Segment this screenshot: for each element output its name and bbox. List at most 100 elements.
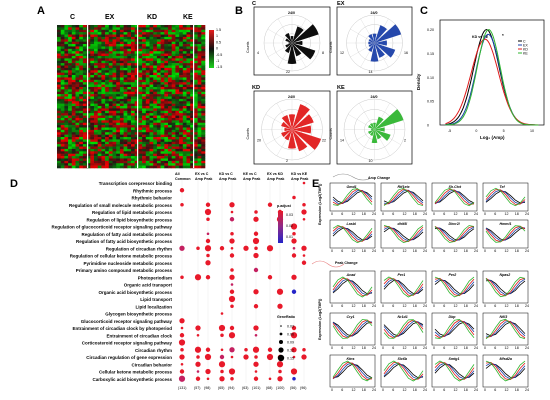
dotplot-dot xyxy=(230,377,234,381)
heatmap-cell xyxy=(149,151,154,154)
heatmap-cell xyxy=(197,55,202,59)
heatmap-cell xyxy=(57,91,61,95)
heatmap-cell xyxy=(160,98,165,102)
heatmap-cell xyxy=(142,51,147,54)
dotplot-dot xyxy=(180,275,184,279)
heatmap-cell xyxy=(112,94,117,97)
heatmap-cell xyxy=(193,125,198,128)
heatmap-cell xyxy=(179,127,184,131)
heatmap-cell xyxy=(119,113,124,116)
heatmap-cell xyxy=(82,113,87,116)
heatmap-cell xyxy=(127,82,132,85)
heatmap-cell xyxy=(153,141,158,145)
heatmap-cell xyxy=(71,86,76,90)
heatmap-cell xyxy=(186,55,191,59)
heatmap-cell xyxy=(197,70,202,73)
heatmap-cell xyxy=(138,46,143,50)
heatmap-cell xyxy=(186,110,191,114)
panel-e-letter: E xyxy=(312,178,320,190)
heatmap-cell xyxy=(101,151,106,154)
heatmap-cell xyxy=(105,103,110,107)
lineplot-series xyxy=(332,276,373,298)
heatmap-cell xyxy=(97,89,102,93)
heatmap-cell xyxy=(201,160,206,164)
heatmap-cell xyxy=(142,125,147,128)
rose-petal xyxy=(368,34,375,43)
heatmap-cell xyxy=(71,160,76,164)
heatmap-cell xyxy=(190,67,195,71)
heatmap-cell xyxy=(86,86,91,90)
heatmap-cell xyxy=(190,48,195,52)
heatmap-cell xyxy=(75,110,80,114)
heatmap-cell xyxy=(90,91,95,95)
lineplot-xtick: 0 xyxy=(433,346,435,350)
lineplot-xtick: 6 xyxy=(494,388,496,392)
heatmap-cell xyxy=(175,79,180,83)
heatmap-cell xyxy=(60,55,65,59)
heatmap-cell xyxy=(190,41,195,45)
density-xtick: 0 xyxy=(475,129,477,133)
heatmap-cell xyxy=(164,51,169,54)
heatmap-cell xyxy=(186,106,191,109)
heatmap-cell xyxy=(182,72,187,76)
heatmap-cell xyxy=(138,117,143,121)
heatmap-cell xyxy=(97,39,102,42)
heatmap-cell xyxy=(201,60,206,64)
heatmap-cell xyxy=(182,70,187,73)
heatmap-cell xyxy=(149,34,154,38)
heatmap-cell xyxy=(101,63,106,66)
heatmap-cell xyxy=(186,60,191,64)
lineplot-series xyxy=(332,320,373,338)
heatmap-cell xyxy=(193,106,198,109)
heatmap-cell xyxy=(197,141,202,145)
lineplot-series xyxy=(485,361,526,381)
heatmap-cell xyxy=(105,75,110,78)
heatmap-cell xyxy=(127,96,132,100)
heatmap-cell xyxy=(75,158,80,162)
heatmap-cell xyxy=(134,127,139,131)
heatmap-cell xyxy=(164,77,169,81)
heatmap-cell xyxy=(149,41,154,45)
heatmap-cell xyxy=(108,46,113,50)
heatmap-cell xyxy=(171,158,176,162)
heatmap-cell xyxy=(171,55,176,59)
heatmap-cell xyxy=(101,132,106,135)
heatmap-cell xyxy=(57,153,61,157)
heatmap-cell xyxy=(116,67,121,71)
lineplot-xtick: 24 xyxy=(372,304,376,308)
heatmap-legend-tick: 1 xyxy=(216,34,218,38)
heatmap-cell xyxy=(156,129,161,133)
dotplot-col-header: Amp Peak xyxy=(219,177,236,181)
heatmap-cell xyxy=(142,132,147,135)
heatmap-cell xyxy=(68,139,73,143)
heatmap-cell xyxy=(190,63,195,66)
heatmap-cell xyxy=(182,84,187,88)
heatmap-cell xyxy=(116,60,121,64)
heatmap-cell xyxy=(164,55,169,59)
heatmap-color-legend xyxy=(209,30,214,68)
heatmap-cell xyxy=(164,41,169,45)
heatmap-cell xyxy=(79,55,84,59)
heatmap-cell xyxy=(153,29,158,33)
heatmap-cell xyxy=(131,103,135,107)
heatmap-cell xyxy=(201,79,206,83)
lineplot-xtick: 12 xyxy=(454,388,458,392)
heatmap-cell xyxy=(112,82,117,85)
heatmap-cell xyxy=(116,41,121,45)
heatmap-cell xyxy=(112,148,117,152)
heatmap-cell xyxy=(201,163,206,166)
heatmap-cell xyxy=(171,148,176,152)
heatmap-cell xyxy=(145,156,150,159)
heatmap-cell xyxy=(197,77,202,81)
heatmap-cell xyxy=(131,106,135,109)
heatmap-cell xyxy=(105,29,110,33)
dotplot-dot xyxy=(205,347,211,352)
heatmap-cell xyxy=(64,113,69,116)
heatmap-cell xyxy=(82,75,87,78)
dotplot-count: (57) xyxy=(194,386,200,390)
heatmap-cell xyxy=(134,117,139,121)
heatmap-cell xyxy=(131,163,135,166)
heatmap-cell xyxy=(197,41,202,45)
heatmap-cell xyxy=(145,32,150,35)
heatmap-cell xyxy=(64,153,69,157)
